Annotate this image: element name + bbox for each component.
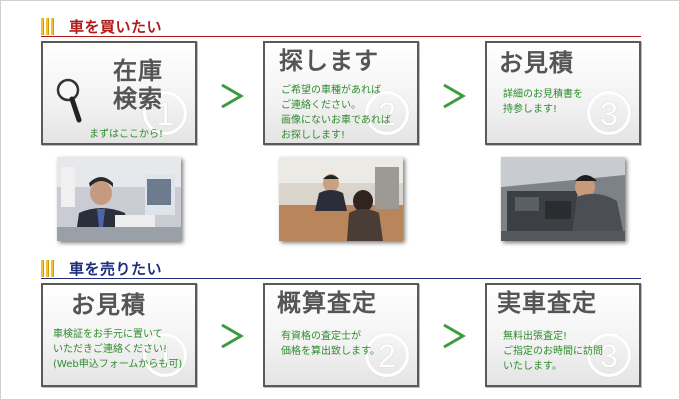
sell-step-inspection-card[interactable]: 3 実車査定 無料出張査定! ご指定のお時間に訪問 いたします。 [485,283,641,387]
buy-section-title: 車を買いたい [69,18,163,36]
meeting-photo [279,157,403,241]
step-number: 2 [378,96,396,132]
search-title: 在庫 検索 [98,57,178,113]
sell-section-rule [41,278,641,279]
appraisal-title: 概算査定 [277,289,377,317]
magnifier-icon [56,78,82,123]
buy-step-find-card[interactable]: 2 探します ご希望の車種があれば ご連絡ください。 画像にないお車であれば お… [263,41,419,145]
appraisal-desc-line: 有資格の査定士が [281,331,361,342]
sell-estimate-title: お見積 [71,291,146,319]
sell-estimate-desc-line: 車検証をお手元に置いて [53,329,163,340]
office-phone-photo [57,157,181,241]
sell-estimate-desc: 車検証をお手元に置いて いただきご連絡ください! (Web申込フォームからも可) [53,327,182,372]
find-desc-line: 画像にないお車であれば [281,115,391,126]
search-title-line1: 在庫 [113,57,163,85]
estimate-desc: 詳細のお見積書を 持参します! [503,87,583,117]
find-desc-line: ご連絡ください。 [281,100,361,111]
estimate-desc-line: 詳細のお見積書を [503,89,583,100]
estimate-desc-line: 持参します! [503,104,558,115]
search-title-line2: 検索 [113,85,163,113]
step-number-circle [143,91,187,135]
sell-estimate-desc-line: いただきご連絡ください! [53,344,168,355]
chevron-right-icon [221,83,244,109]
step-number: 2 [378,338,396,374]
chevron-right-icon [221,323,244,349]
chevron-right-icon [443,323,466,349]
chevron-right-icon [443,83,466,109]
estimate-title: お見積 [499,49,574,77]
sell-step-estimate-card[interactable]: 1 お見積 車検証をお手元に置いて いただきご連絡ください! (Web申込フォー… [41,283,197,387]
find-title: 探します [279,47,379,75]
appraisal-desc: 有資格の査定士が 価格を算出致します。 [281,329,380,359]
step-number: 1 [156,96,174,132]
sell-step-appraisal-card[interactable]: 2 概算査定 有資格の査定士が 価格を算出致します。 [263,283,419,387]
buy-section-header: 車を買いたい [41,15,641,37]
step-number-circle [587,91,631,135]
header-bars-icon [41,18,57,35]
buy-step-search-card[interactable]: 1 在庫 検索 まずはここから! [41,41,197,145]
inspection-desc: 無料出張査定! ご指定のお時間に訪問 いたします。 [503,329,603,374]
sell-estimate-desc-line: (Web申込フォームからも可) [53,359,183,370]
step-number-circle [365,91,409,135]
buy-step-estimate-card[interactable]: 3 お見積 詳細のお見積書を 持参します! [485,41,641,145]
inspection-desc-line: ご指定のお時間に訪問 [503,346,603,357]
inspection-desc-line: いたします。 [503,361,562,372]
sell-section-title: 車を売りたい [69,260,163,278]
step-number-circle [143,333,187,377]
step-number: 3 [600,338,618,374]
inspection-desc-line: 無料出張査定! [503,331,568,342]
step-number: 3 [600,96,618,132]
appraisal-desc-line: 価格を算出致します。 [281,346,380,357]
buy-section-rule [41,36,641,37]
find-desc: ご希望の車種があれば ご連絡ください。 画像にないお車であれば お探しします! [281,83,391,143]
sell-section-header: 車を売りたい [41,257,641,279]
step-number-circle [587,333,631,377]
find-desc-line: ご希望の車種があれば [281,85,381,96]
inspection-title: 実車査定 [497,289,597,317]
step-number: 1 [156,338,174,374]
step-number-circle [365,333,409,377]
car-engine-photo [501,157,625,241]
find-desc-line: お探しします! [281,130,346,141]
header-bars-icon [41,260,57,277]
search-desc: まずはここから! [89,129,164,140]
